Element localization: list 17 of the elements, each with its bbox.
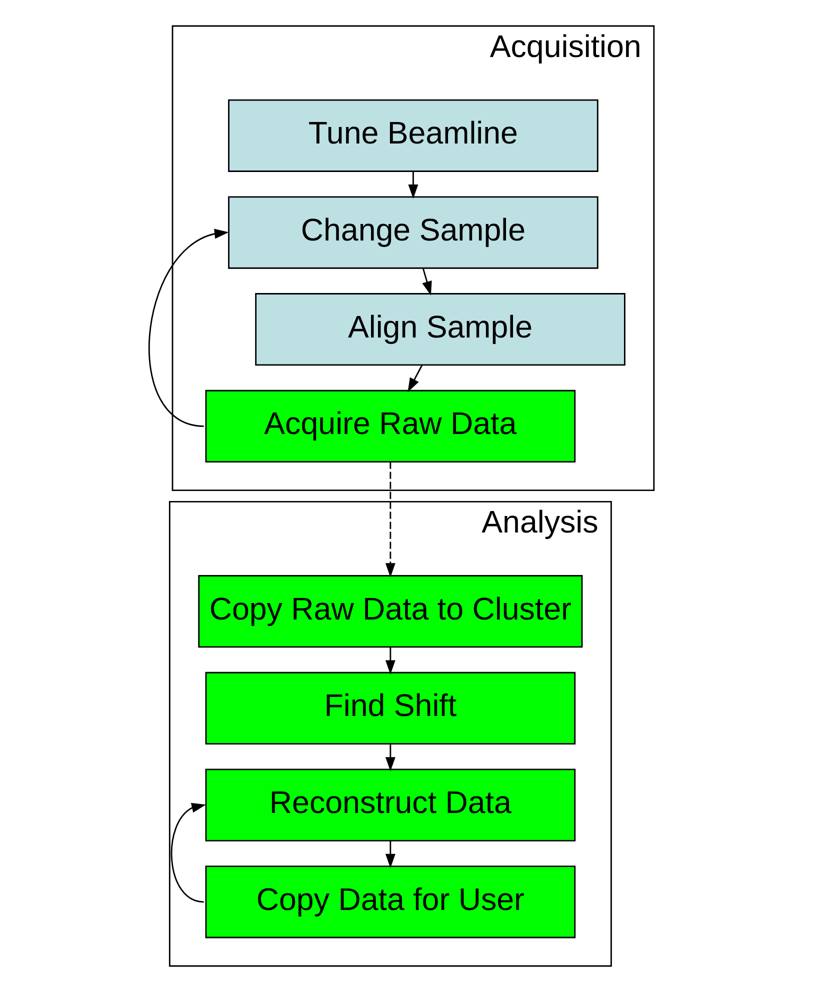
- node-box: Find Shift: [204, 672, 576, 745]
- arrow: [384, 647, 395, 674]
- node-box: Reconstruct Data: [204, 768, 576, 842]
- arrow: [384, 840, 395, 868]
- arrow: [422, 268, 432, 296]
- node-box: Copy Data for User: [204, 866, 576, 938]
- node-box: Copy Raw Data to Cluster: [198, 575, 582, 648]
- arrow: [148, 228, 228, 427]
- node-box: Align Sample: [254, 293, 625, 366]
- node-box: Acquire Raw Data: [204, 390, 576, 463]
- node-box: Change Sample: [228, 196, 598, 269]
- arrow: [407, 364, 422, 392]
- arrow: [384, 462, 395, 578]
- node-box: Tune Beamline: [228, 99, 598, 172]
- arrow: [170, 802, 206, 903]
- arrow: [408, 172, 418, 199]
- arrow: [384, 744, 395, 772]
